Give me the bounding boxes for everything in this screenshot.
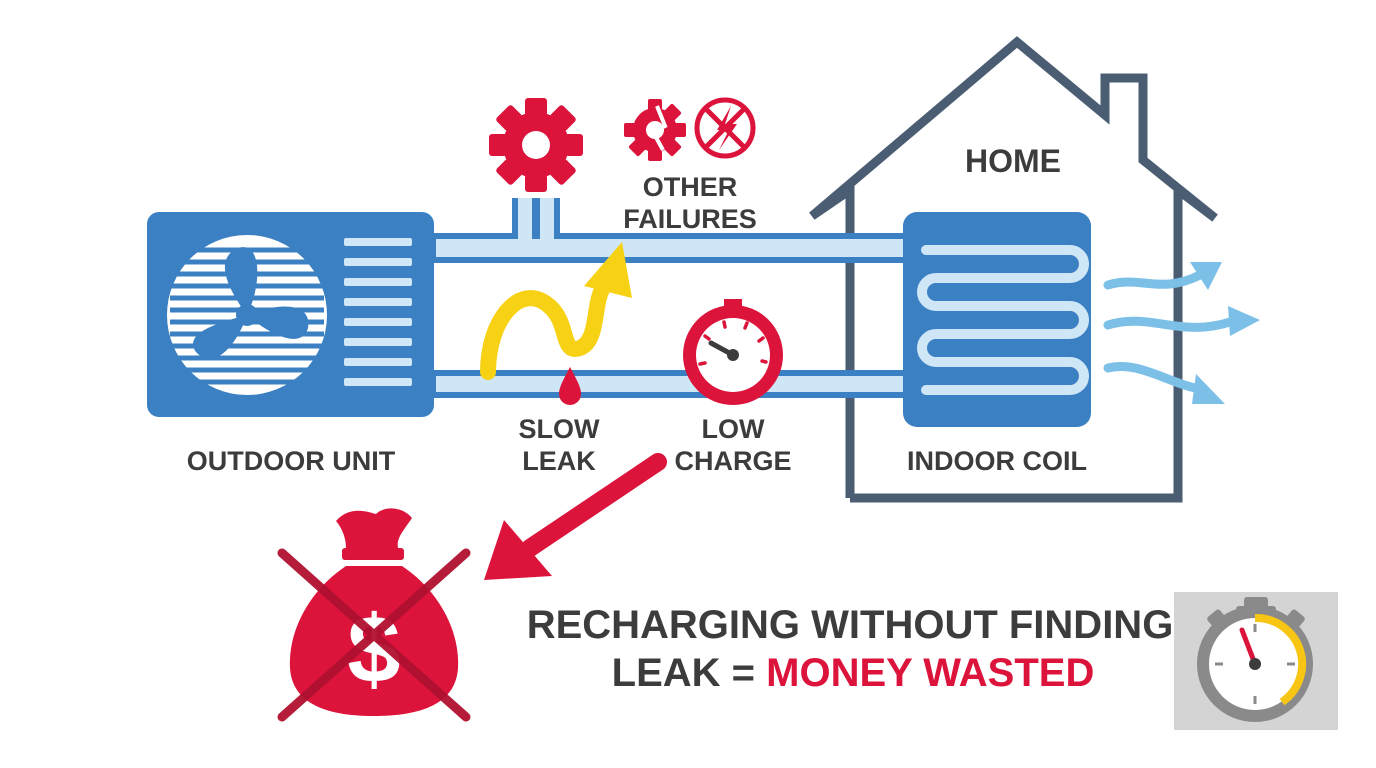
gauge-icon	[683, 299, 783, 405]
label-low-charge-line2: CHARGE	[674, 446, 791, 476]
label-outdoor-unit: OUTDOOR UNIT	[187, 446, 396, 476]
warning-message-line1: RECHARGING WITHOUT FINDING	[527, 603, 1174, 647]
warning-message-prefix: LEAK =	[612, 651, 766, 695]
refrigerant-lines	[430, 198, 910, 398]
unit-vents	[344, 238, 412, 386]
broken-gear-icon	[624, 99, 686, 161]
label-other-failures-line1: OTHER	[643, 172, 738, 202]
money-bag-icon: $	[277, 508, 471, 722]
house-outline	[809, 36, 1218, 503]
air-flow-arrows	[1103, 262, 1260, 404]
label-home: HOME	[965, 143, 1061, 179]
no-electric-icon	[694, 97, 756, 159]
label-slow-leak-line2: LEAK	[522, 446, 596, 476]
warning-message-highlight: MONEY WASTED	[766, 651, 1094, 695]
drop-icon	[559, 367, 581, 405]
stopwatch-icon	[1174, 592, 1338, 730]
label-other-failures-line2: FAILURES	[623, 204, 757, 234]
outdoor-unit	[147, 212, 434, 417]
result-arrow	[484, 453, 667, 580]
fan-icon	[167, 235, 327, 395]
trend-arrow	[480, 242, 632, 380]
label-slow-leak-line1: SLOW	[519, 414, 601, 444]
gear-icon	[489, 98, 583, 192]
label-low-charge-line1: LOW	[702, 414, 765, 444]
warning-message-line2: LEAK = MONEY WASTED	[612, 651, 1095, 695]
indoor-coil	[903, 212, 1091, 427]
label-indoor-coil: INDOOR COIL	[907, 446, 1087, 476]
